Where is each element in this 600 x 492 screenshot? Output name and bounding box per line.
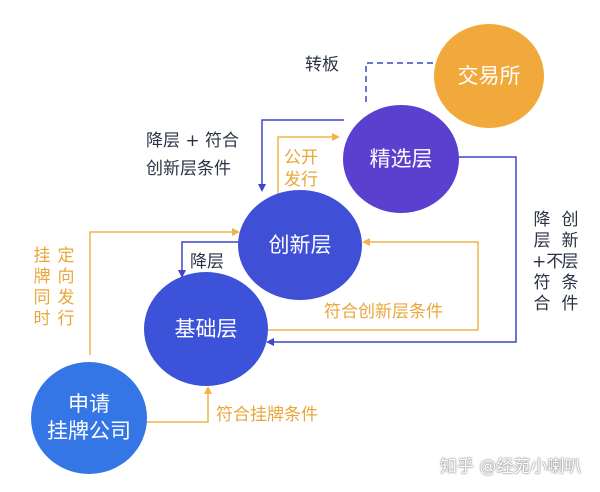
applicant-to-innovation-arrow	[89, 228, 240, 355]
private-issue-label-col1: 挂牌同时	[33, 246, 51, 329]
public-issue-label-line2: 发行	[284, 170, 318, 190]
innovation-tier-label: 创新层	[268, 232, 332, 257]
applicant-label-line1: 申请	[68, 392, 110, 416]
downgrade-or-label-line2: 创新层条件	[146, 159, 231, 179]
watermark: 知乎 @经苑小喇叭	[440, 457, 582, 477]
select-to-innovation-arrow	[258, 119, 344, 192]
downgrade-not-label-col2: 创新层条件	[561, 210, 579, 314]
exchange-label: 交易所	[457, 63, 521, 88]
private-issue-label-col2: 定向发行	[57, 246, 75, 329]
select-to-basic-arrow	[266, 156, 517, 346]
innovation-to-select-arrow	[277, 133, 340, 197]
applicant-company-node: 申请 挂牌公司	[31, 362, 147, 474]
basic-to-innovation-arrow	[266, 238, 479, 331]
exchange-node: 交易所	[434, 24, 544, 128]
downgrade-label: 降层	[190, 252, 224, 272]
downgrade-or-label-line1: 降层 + 符合	[146, 131, 240, 151]
transfer-label: 转板	[305, 55, 339, 75]
applicant-label-line2: 挂牌公司	[47, 419, 131, 443]
innovation-tier-node: 创新层	[238, 190, 362, 300]
select-tier-label: 精选层	[369, 146, 433, 171]
select-tier-node: 精选层	[343, 105, 459, 213]
meet-innovation-label: 符合创新层条件	[324, 302, 443, 322]
transfer-dashed-line	[365, 62, 440, 102]
innovation-to-basic-arrow	[178, 241, 242, 278]
downgrade-not-label-col1: 降层+不符合	[532, 210, 564, 314]
applicant-to-basic-arrow	[146, 386, 212, 423]
meet-listing-label: 符合挂牌条件	[216, 405, 318, 425]
basic-tier-label: 基础层	[174, 316, 238, 341]
basic-tier-node: 基础层	[144, 272, 268, 386]
public-issue-label-line1: 公开	[284, 148, 318, 168]
